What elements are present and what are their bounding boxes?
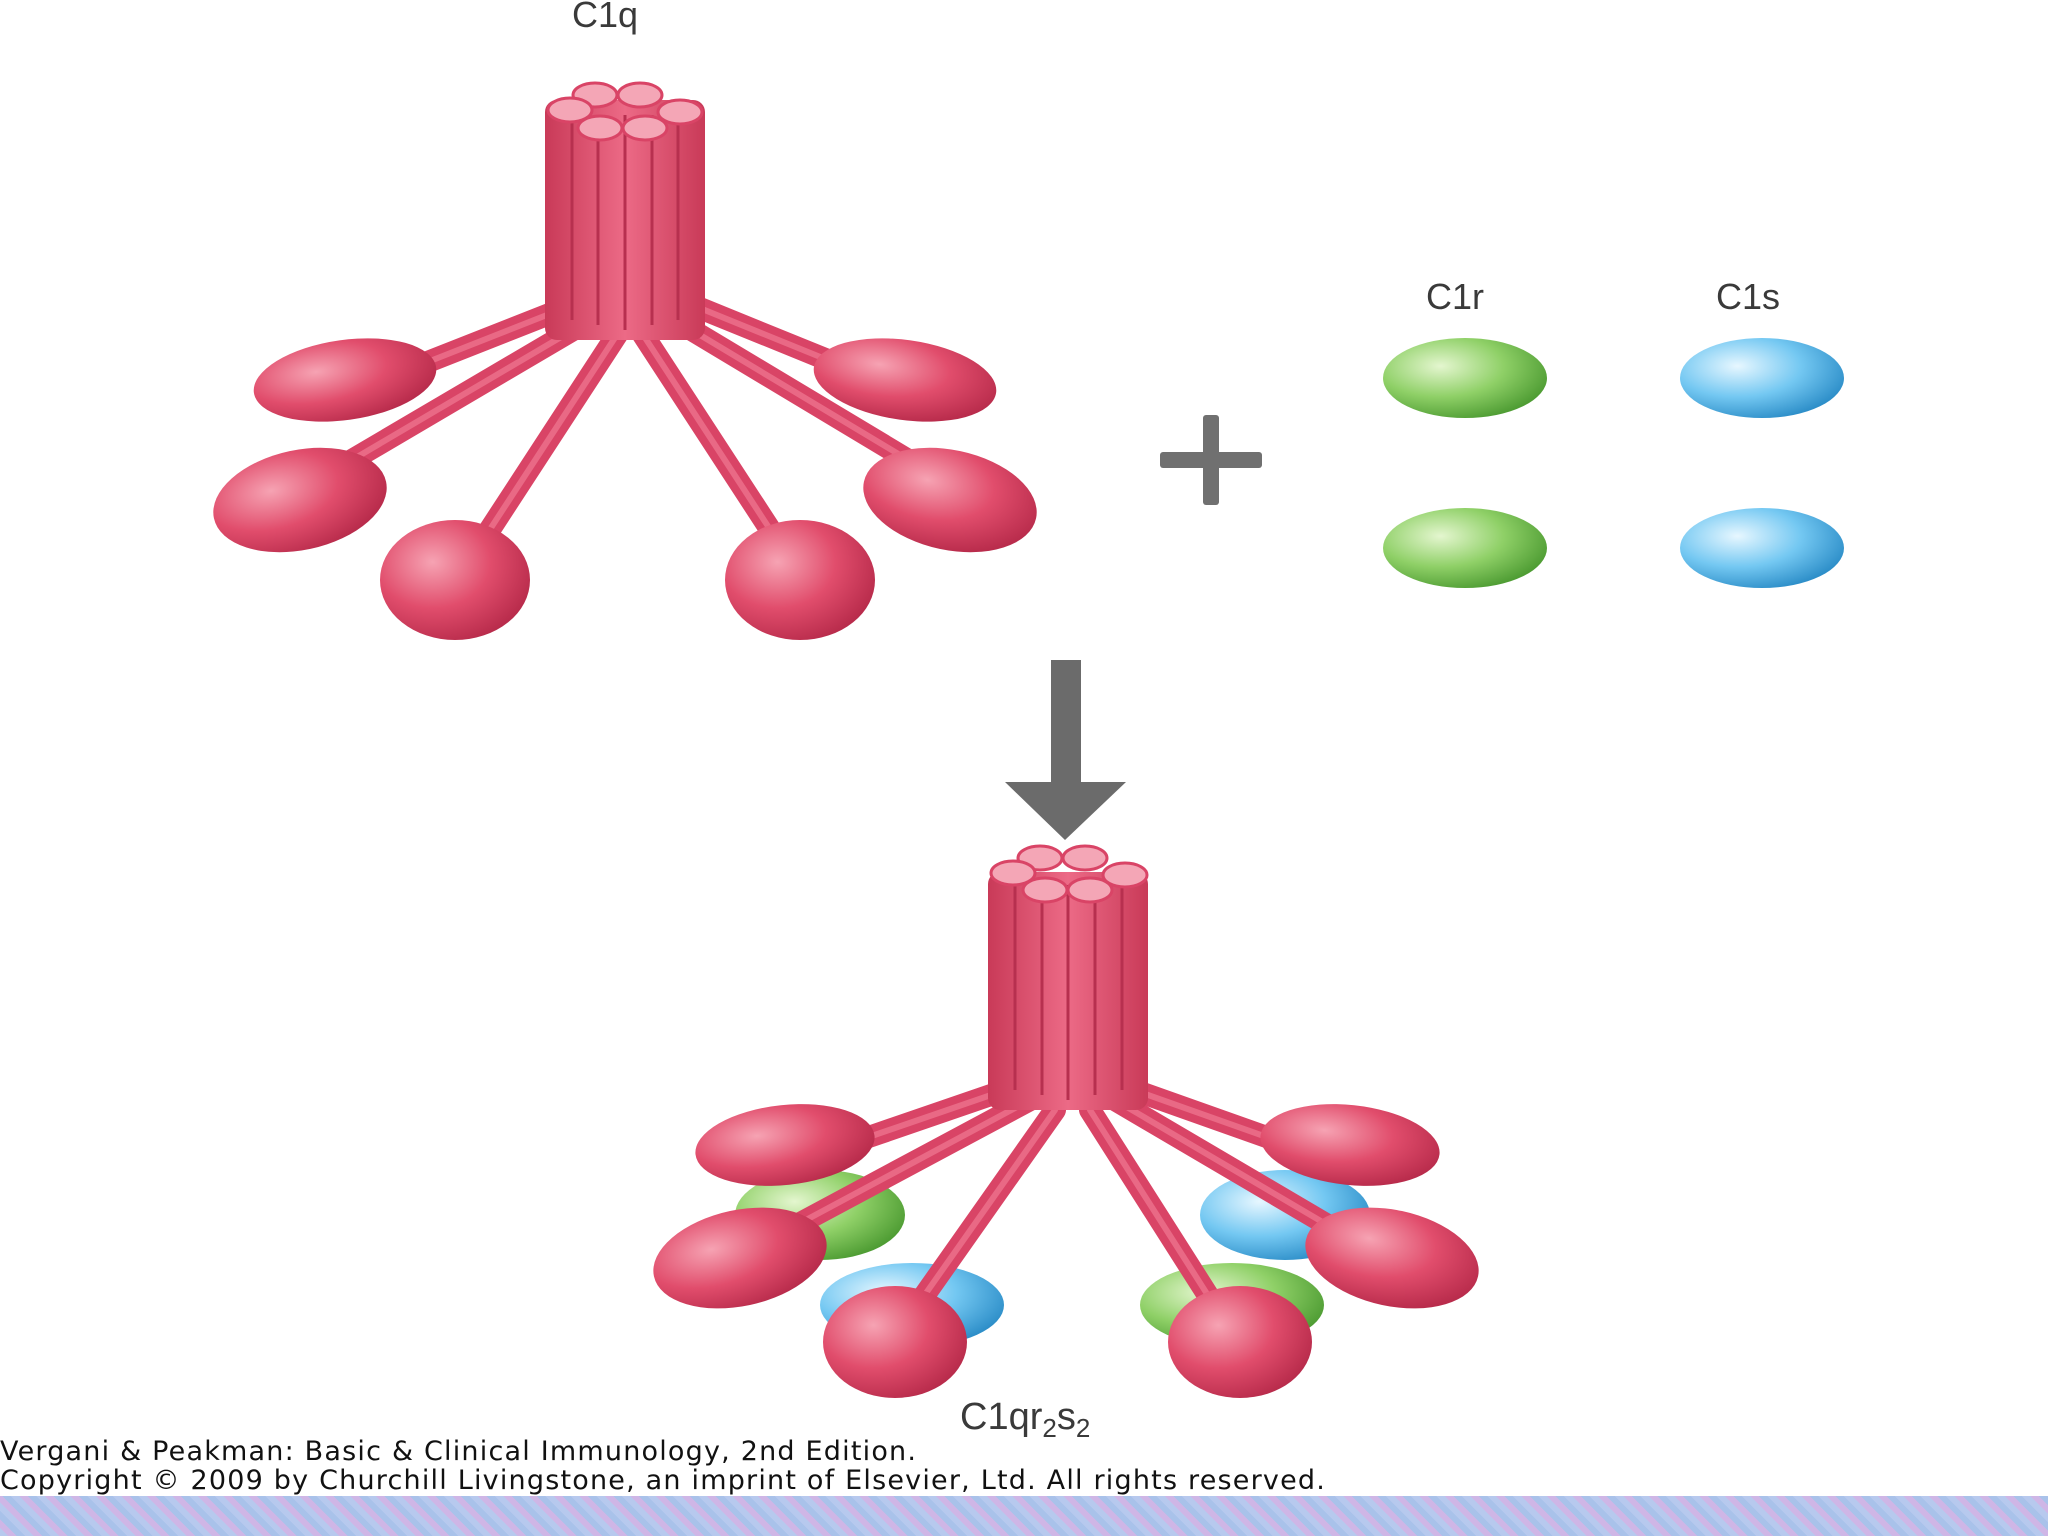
c1s-molecules — [1680, 338, 1844, 588]
c1qr2s2-label: C1qr2s2 — [960, 1396, 1090, 1444]
caption-copyright: Copyright © 2009 by Churchill Livingston… — [0, 1465, 1327, 1496]
c1r-molecules — [1383, 338, 1547, 588]
plus-icon — [1160, 415, 1262, 505]
c1q-label: C1q — [572, 0, 639, 35]
product-label-s: s — [1056, 1396, 1076, 1438]
decorative-footer-strip — [0, 1496, 2048, 1536]
product-label-sub1: 2 — [1042, 1413, 1057, 1443]
c1r-label: C1r — [1426, 276, 1485, 317]
c1q-heads — [213, 338, 1037, 640]
c1qr2s2-complex — [653, 844, 1479, 1398]
c1q-molecule — [213, 81, 1037, 640]
product-label-base: C1qr — [960, 1396, 1043, 1438]
product-label-sub2: 2 — [1075, 1413, 1091, 1443]
caption-source: Vergani & Peakman: Basic & Clinical Immu… — [0, 1436, 918, 1467]
down-arrow-icon — [1005, 660, 1126, 840]
c1s-label: C1s — [1716, 276, 1781, 317]
c1q-stalk-top — [546, 81, 704, 142]
